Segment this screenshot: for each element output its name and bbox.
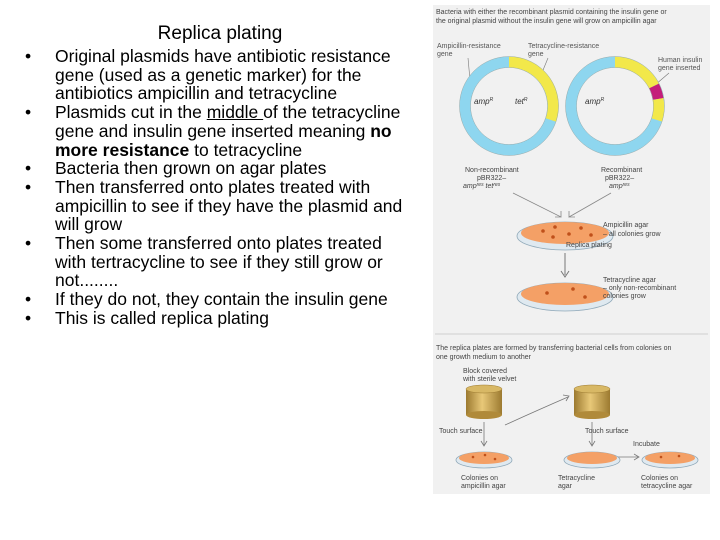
replica-plating-label: Replica plating [566, 242, 612, 249]
amp-gene-label-2: gene [437, 51, 453, 58]
tet-gene-label-2: gene [528, 51, 544, 58]
colony-dot [583, 295, 587, 299]
ampicillin-colonies-plate [455, 451, 513, 469]
tet-resistance-segment [614, 56, 659, 89]
bullet-text: Bacteria then grown on agar plates [55, 158, 327, 179]
colony-dot [677, 454, 681, 458]
replica-plating-figure: Bacteria with either the recombinant pla… [433, 5, 710, 494]
recombinant-plasmid: ampR [565, 56, 665, 156]
bullet-item: • Then some transferred onto plates treat… [25, 234, 415, 290]
tetracycline-agar-label-3: colonies grow [603, 293, 647, 300]
velvet-block-left [465, 384, 503, 419]
non-recombinant-label-2: pBR322– [477, 175, 506, 182]
bullet-text: Original plasmids have antibiotic resist… [55, 46, 391, 104]
tetracycline-agar-label: Tetracycline agar [603, 277, 657, 284]
colony-dot [567, 232, 571, 236]
tetracycline-agar-label-2: – only non-recombinant [603, 285, 676, 292]
tetracycline-agar-bottom-label: Tetracycline [558, 475, 595, 482]
colony-dot [551, 235, 555, 239]
tet-resistance-segment [651, 97, 665, 122]
bullet-text: Then transferred onto plates treated wit… [55, 176, 403, 235]
amp-label: ampR [474, 97, 494, 106]
bullet-item: • Then transferred onto plates treated wi… [25, 178, 415, 234]
velvet-block-label-2: with sterile velvet [462, 376, 516, 383]
insulin-gene-segment [648, 83, 664, 100]
colony-dot [659, 455, 663, 459]
caption-mid-line1: The replica plates are formed by transfe… [436, 345, 671, 352]
amp-label: ampR [585, 97, 605, 106]
ampicillin-agar-label-2: – all colonies grow [603, 231, 662, 238]
bullet-item: • Original plasmids have antibiotic resis… [25, 47, 415, 103]
caption-top-line1: Bacteria with either the recombinant pla… [436, 9, 667, 16]
bullet-marker: • [25, 289, 32, 310]
non-recombinant-plasmid: ampR tetR [459, 56, 559, 156]
bullet-marker: • [25, 233, 32, 254]
tetracycline-agar-plate-bottom [563, 451, 621, 469]
non-recombinant-label: Non-recombinant [465, 167, 519, 174]
colony-dot [579, 226, 583, 230]
ampicillin-agar-label: Ampicillin agar [603, 222, 649, 229]
caption-top-line2: the original plasmid without the insulin… [436, 18, 657, 25]
colonies-tetracycline-label: Colonies on [641, 475, 678, 482]
recombinant-genotype: ampres [609, 182, 630, 190]
bullet-item: • Plasmids cut in the middle of the tetra… [25, 103, 415, 159]
non-recombinant-genotype: ampres tetres [463, 182, 501, 190]
colony-dot [545, 291, 549, 295]
colony-dot [541, 229, 545, 233]
bullet-text: If they do not, they contain the insulin… [55, 289, 388, 310]
human-insulin-label-2: gene inserted [658, 65, 701, 72]
bullet-text: Plasmids cut in the [55, 102, 207, 123]
figure-svg: Bacteria with either the recombinant pla… [433, 5, 710, 494]
colonies-ampicillin-label: Colonies on [461, 475, 498, 482]
human-insulin-label: Human insulin [658, 57, 702, 64]
bullet-marker: • [25, 176, 32, 197]
bullet-item: • This is called replica plating [25, 307, 415, 328]
colony-dot [589, 233, 593, 237]
velvet-block-right [573, 384, 611, 419]
recombinant-label-2: pBR322– [605, 175, 634, 182]
slide-title: Replica plating [157, 23, 283, 44]
ampicillin-agar-plate [516, 221, 614, 251]
bullet-marker: • [25, 46, 32, 66]
colony-dot [493, 457, 497, 461]
touch-surface-label-right: Touch surface [585, 428, 629, 435]
tet-gene-label: Tetracycline-resistance [528, 43, 599, 50]
bullet-text: of the tetracycline gene and insulin gen… [55, 102, 401, 141]
bullet-text: to tetracycline [189, 139, 303, 160]
bullet-list: • Original plasmids have antibiotic resis… [25, 47, 415, 328]
underlined-text: middle [206, 102, 264, 123]
tet-resistance-segment [508, 56, 559, 122]
bullet-marker: • [25, 307, 32, 328]
caption-mid-line2: one growth medium to another [436, 354, 532, 361]
arrow-icon [568, 192, 612, 218]
colony-dot [471, 455, 475, 459]
bullet-item: • Bacteria then grown on agar plates [25, 159, 415, 178]
bold-text: no more resistance [55, 120, 392, 160]
arrow-icon [504, 396, 569, 426]
tetracycline-agar-bottom-label-2: agar [558, 483, 573, 490]
arrow-icon [512, 192, 562, 218]
colonies-ampicillin-label-2: ampicillin agar [461, 483, 506, 490]
bullet-text: Then some transferred onto plates treate… [55, 233, 383, 291]
tetracycline-colonies-plate [641, 451, 699, 469]
colony-dot [571, 287, 575, 291]
colony-dot [553, 225, 557, 229]
bullet-marker: • [25, 102, 32, 123]
velvet-block-label: Block covered [463, 368, 507, 375]
bullet-text: This is called replica plating [55, 307, 269, 328]
colonies-tetracycline-label-2: tetracycline agar [641, 483, 693, 490]
incubate-label: Incubate [633, 441, 660, 448]
bullet-item: • If they do not, they contain the insuli… [25, 290, 415, 309]
tetracycline-agar-plate [516, 282, 614, 312]
tet-label: tetR [515, 97, 528, 106]
touch-surface-label-left: Touch surface [439, 428, 483, 435]
recombinant-label: Recombinant [601, 167, 642, 174]
colony-dot [483, 453, 487, 457]
amp-gene-label: Ampicillin-resistance [437, 43, 501, 50]
bullet-marker: • [25, 158, 32, 179]
